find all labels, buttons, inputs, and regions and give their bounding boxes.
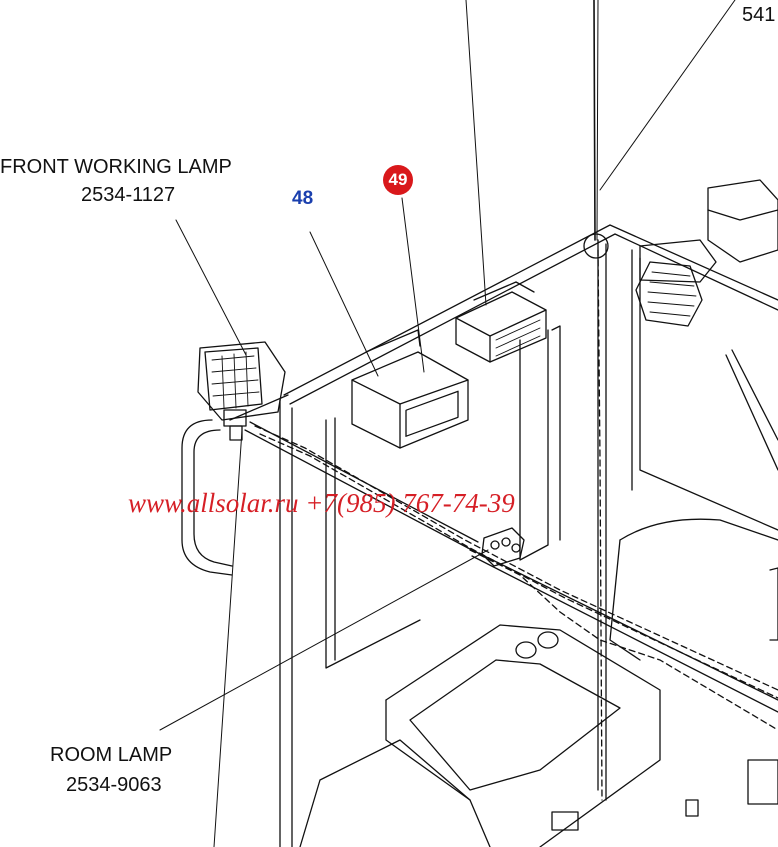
room-lamp-part-no: 2534-9063 xyxy=(66,774,162,796)
antenna xyxy=(583,0,609,259)
rear-lamp xyxy=(639,179,778,283)
top-right-part-no: 541 xyxy=(742,4,776,26)
front-working-lamp-part-no: 2534-1127 xyxy=(81,184,176,206)
speaker-grille xyxy=(635,261,703,327)
console xyxy=(299,518,778,847)
callout-48: 48 xyxy=(292,188,314,209)
front-working-lamp-label: FRONT WORKING LAMP xyxy=(0,156,232,178)
radio-unit xyxy=(351,329,469,449)
right-components xyxy=(551,349,778,831)
cab-frame xyxy=(181,224,778,847)
wiring-harness xyxy=(254,249,778,801)
callout-49: 49 xyxy=(383,165,413,195)
switch-panel xyxy=(455,281,547,363)
room-lamp-label: ROOM LAMP xyxy=(50,744,173,766)
leader-lines xyxy=(159,0,736,847)
room-lamp xyxy=(481,527,525,567)
front-working-lamp xyxy=(197,341,286,441)
watermark: www.allsolar.ru +7(985) 767-74-39 xyxy=(128,488,515,518)
